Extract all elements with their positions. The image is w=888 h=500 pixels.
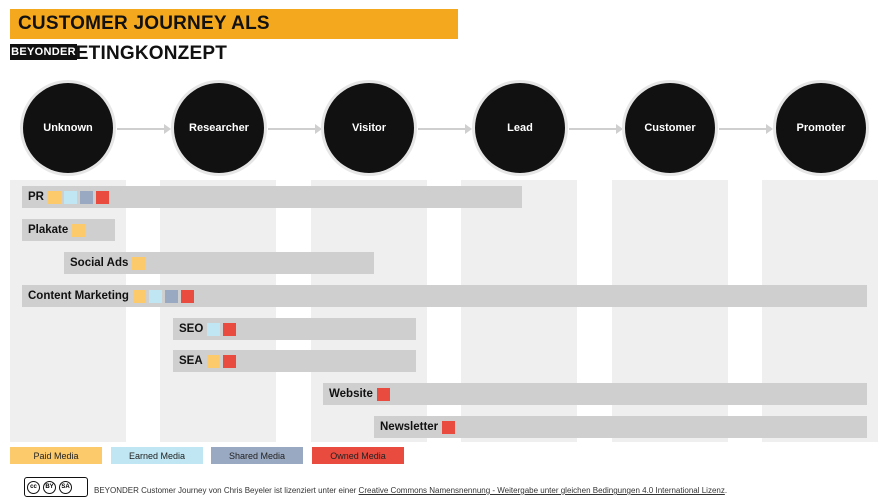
bar-sea: SEA <box>173 350 416 372</box>
paid-media-marker <box>72 223 86 237</box>
bar-label: Social Ads <box>70 257 129 269</box>
stage-lead: Lead <box>475 83 565 173</box>
by-icon: BY <box>43 480 56 494</box>
bar-label: Content Marketing <box>28 290 129 302</box>
owned-media-marker <box>223 322 237 336</box>
paid-media-marker <box>47 190 61 204</box>
owned-media-marker <box>222 354 236 368</box>
sa-icon: SA <box>59 480 72 494</box>
cc-license-icon: cc BY SA <box>24 477 88 497</box>
beyonder-logo: BEYONDER <box>10 44 77 60</box>
bar-social-ads: Social Ads <box>64 252 374 274</box>
earned-media-marker <box>207 322 221 336</box>
stage-customer: Customer <box>625 83 715 173</box>
bar-seo: SEO <box>173 318 416 340</box>
bar-label: Website <box>329 388 373 400</box>
owned-media-marker <box>180 289 194 303</box>
bar-label: SEO <box>179 323 204 335</box>
owned-media-marker <box>376 387 390 401</box>
bar-pr: PR <box>22 186 522 208</box>
license-footer: BEYONDER Customer Journey von Chris Beye… <box>94 486 727 495</box>
legend-earned-media: Earned Media <box>111 447 203 464</box>
bar-website: Website <box>323 383 867 405</box>
shared-media-marker <box>164 289 178 303</box>
page-title: CUSTOMER JOURNEY ALS MARKETINGKONZEPT <box>10 9 458 64</box>
legend-owned-media: Owned Media <box>312 447 404 464</box>
license-link[interactable]: Creative Commons Namensnennung - Weiterg… <box>358 486 725 495</box>
bar-label: SEA <box>179 355 203 367</box>
bar-plakate: Plakate <box>22 219 115 241</box>
bar-label: Newsletter <box>380 421 439 433</box>
earned-media-marker <box>63 190 77 204</box>
arrow-connector <box>719 124 773 134</box>
cc-icon: cc <box>27 480 40 494</box>
legend-shared-media: Shared Media <box>211 447 303 464</box>
bar-content-marketing: Content Marketing <box>22 285 867 307</box>
arrow-connector <box>418 124 472 134</box>
earned-media-marker <box>148 289 162 303</box>
stage-researcher: Researcher <box>174 83 264 173</box>
bar-label: PR <box>28 191 44 203</box>
stage-column-researcher <box>160 180 276 442</box>
paid-media-marker <box>132 289 146 303</box>
stage-promoter: Promoter <box>776 83 866 173</box>
bar-label: Plakate <box>28 224 69 236</box>
owned-media-marker <box>95 190 109 204</box>
bar-newsletter: Newsletter <box>374 416 867 438</box>
stage-unknown: Unknown <box>23 83 113 173</box>
paid-media-marker <box>132 256 146 270</box>
license-text: BEYONDER Customer Journey von Chris Beye… <box>94 486 359 495</box>
paid-media-marker <box>206 354 220 368</box>
arrow-connector <box>569 124 623 134</box>
owned-media-marker <box>442 420 456 434</box>
legend-paid-media: Paid Media <box>10 447 102 464</box>
arrow-connector <box>268 124 322 134</box>
arrow-connector <box>117 124 171 134</box>
shared-media-marker <box>79 190 93 204</box>
stage-visitor: Visitor <box>324 83 414 173</box>
license-end: . <box>724 486 728 495</box>
